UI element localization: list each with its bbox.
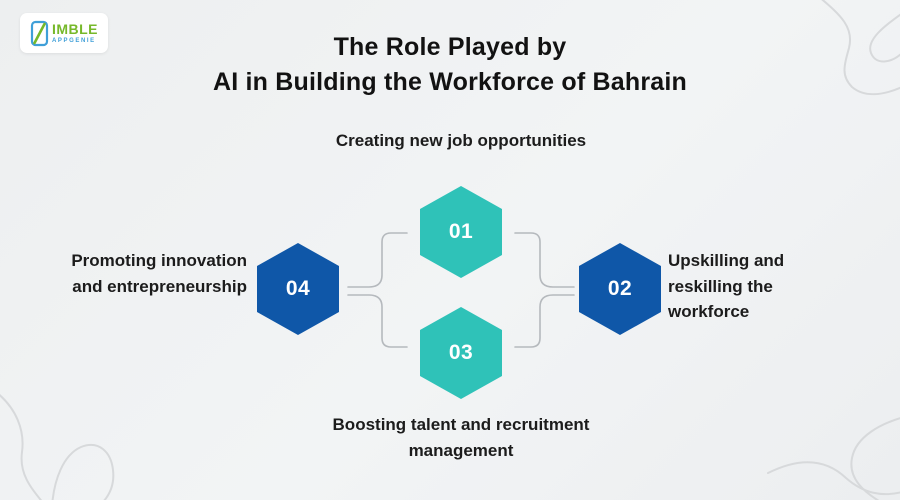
logo-text: IMBLE APPGENIE (52, 22, 98, 44)
squiggle-bottom-right-2 (850, 417, 900, 500)
left-bracket-bottom (347, 294, 408, 348)
right-bracket-top (514, 232, 575, 288)
hexagon-04: 04 (257, 243, 339, 335)
item-label-03: Boosting talent and recruitment manageme… (332, 415, 590, 460)
page-title-line1: The Role Played by (333, 33, 567, 61)
item-label-02: Upskilling and reskilling the workforce (668, 251, 785, 321)
page-title: The Role Played by AI in Building the Wo… (0, 30, 900, 99)
item-label-04: Promoting innovation and entrepreneurshi… (71, 251, 247, 296)
squiggle-bottom-left-1 (0, 394, 43, 500)
hexagon-01-number: 01 (448, 220, 474, 243)
left-bracket-top (347, 232, 408, 288)
hexagon-04-number: 04 (285, 277, 311, 300)
nimble-appgenie-logo: IMBLE APPGENIE (20, 13, 108, 53)
hexagon-02: 02 (579, 243, 661, 335)
hexagon-03: 03 (420, 307, 502, 399)
squiggle-bottom-left-2 (51, 444, 115, 500)
hexagon-01: 01 (420, 186, 502, 278)
item-label-01: Creating new job opportunities (335, 131, 587, 150)
hexagon-02-number: 02 (607, 277, 633, 300)
page-title-line2: AI in Building the Workforce of Bahrain (212, 67, 688, 96)
logo-brand-subname: APPGENIE (51, 38, 96, 44)
logo-brand-name: IMBLE (51, 21, 99, 37)
phone-n-logo-icon (30, 20, 49, 46)
right-bracket-bottom (514, 294, 575, 348)
squiggle-bottom-right-1 (767, 461, 900, 496)
hexagon-03-number: 03 (448, 341, 474, 364)
